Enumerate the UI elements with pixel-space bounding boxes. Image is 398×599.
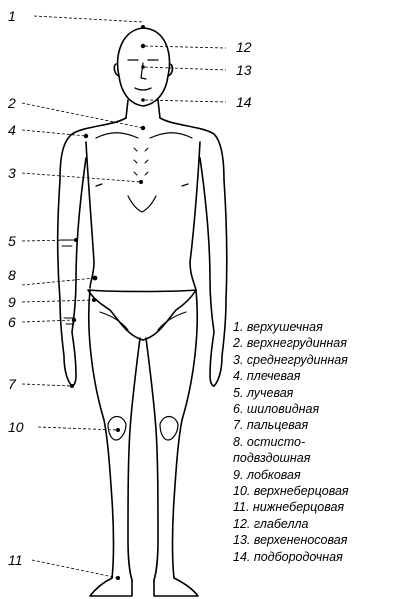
legend-item-9: 9. лобковая	[233, 467, 398, 483]
legend-item-1: 1. верхушечная	[233, 319, 398, 335]
label-6: 6	[8, 315, 16, 329]
label-5: 5	[8, 234, 16, 248]
label-11: 11	[8, 553, 23, 567]
label-1: 1	[8, 9, 16, 23]
briefs	[88, 290, 196, 340]
label-3: 3	[8, 166, 16, 180]
legend-item-12: 12. глабелла	[233, 516, 398, 532]
landmark-dots	[70, 25, 145, 580]
label-8: 8	[8, 268, 16, 282]
left-arm	[58, 180, 72, 386]
legend-item-8-line1: 8. остисто-	[233, 434, 398, 450]
label-9: 9	[8, 295, 16, 309]
label-10: 10	[8, 420, 24, 434]
right-foot	[154, 578, 198, 596]
right-arm	[214, 180, 227, 386]
legend-item-2: 2. верхнегрудинная	[233, 335, 398, 351]
legend-item-14: 14. подбородочная	[233, 549, 398, 565]
legend-item-13: 13. верхененосовая	[233, 532, 398, 548]
legend-item-11: 11. нижнеберцовая	[233, 499, 398, 515]
label-13: 13	[236, 63, 252, 77]
leader-lines	[22, 16, 226, 578]
legend-item-5: 5. лучевая	[233, 385, 398, 401]
legend-item-8-line2: подвздошная	[233, 450, 398, 466]
legend-item-6: 6. шиловидная	[233, 401, 398, 417]
label-2: 2	[8, 96, 16, 110]
torso-left-side	[60, 118, 126, 180]
legend-item-3: 3. среднегрудинная	[233, 352, 398, 368]
legend-item-10: 10. верхнеберцовая	[233, 483, 398, 499]
label-12: 12	[236, 40, 252, 54]
neck	[126, 100, 160, 118]
sternum-marks	[134, 148, 148, 175]
legend: 1. верхушечная 2. верхнегрудинная 3. сре…	[233, 319, 398, 565]
left-foot	[90, 578, 132, 596]
label-7: 7	[8, 377, 16, 391]
torso-right-side	[160, 118, 224, 180]
legend-item-4: 4. плечевая	[233, 368, 398, 384]
legend-item-7: 7. пальцевая	[233, 417, 398, 433]
label-4: 4	[8, 123, 16, 137]
label-14: 14	[236, 95, 252, 109]
